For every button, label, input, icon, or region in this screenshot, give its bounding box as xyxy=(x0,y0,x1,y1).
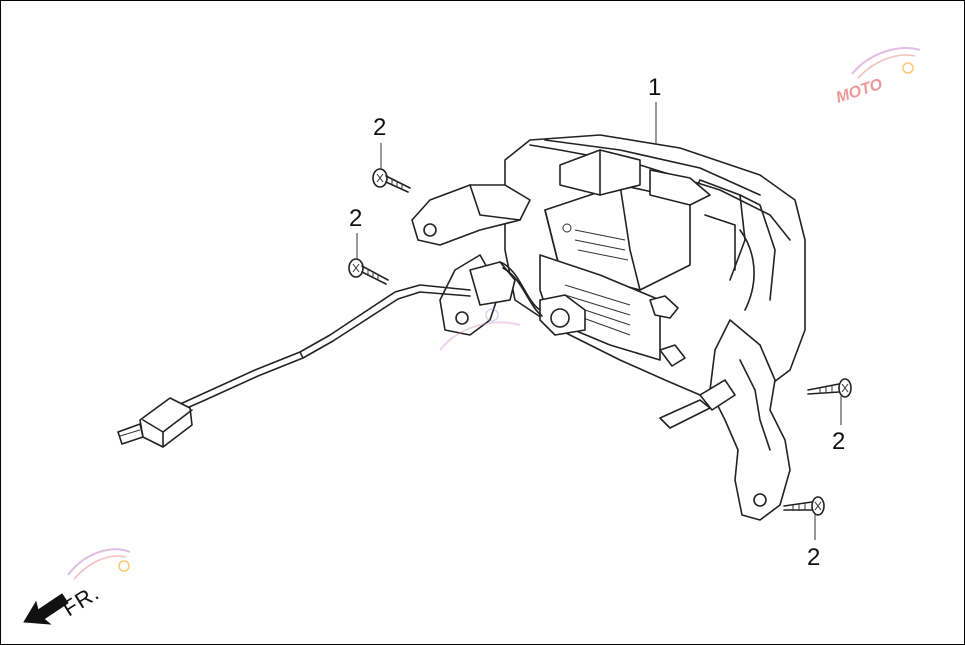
callout-screw-mid-left: 2 xyxy=(349,205,363,232)
headlight-assembly xyxy=(411,134,806,521)
screw-upper-left xyxy=(372,168,411,193)
front-direction-arrow-icon xyxy=(23,593,69,625)
screw-right-upper xyxy=(807,378,852,398)
svg-text:MOTO: MOTO xyxy=(834,76,885,107)
screw-right-lower xyxy=(783,496,825,516)
wire-harness xyxy=(117,284,471,448)
wire-connector xyxy=(117,397,193,448)
callout-screw-upper-left: 2 xyxy=(373,114,387,141)
callout-screw-right-upper: 2 xyxy=(832,428,846,455)
callout-part-1: 1 xyxy=(648,74,662,101)
callout-screw-right-lower: 2 xyxy=(807,544,821,571)
watermark-logo-center xyxy=(439,308,521,351)
leader-lines xyxy=(356,102,842,540)
watermark-logo-top-right: MOTO xyxy=(834,47,921,107)
screw-mid-left xyxy=(348,258,389,285)
watermark-logo-bottom-left xyxy=(67,548,131,580)
